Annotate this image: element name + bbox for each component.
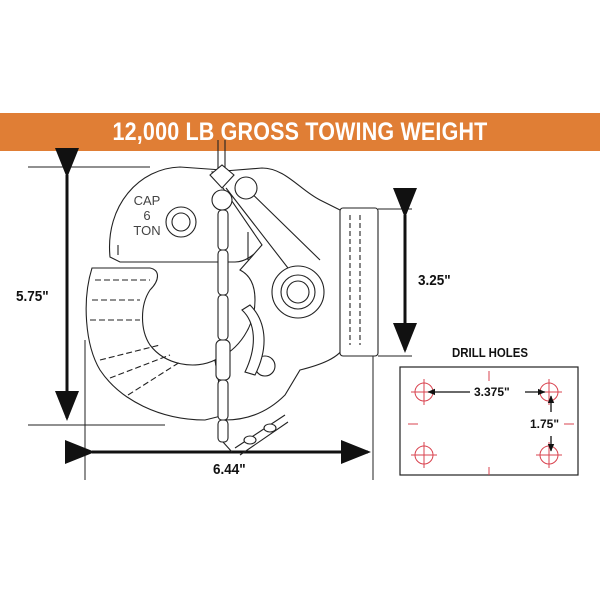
casting-text-number: 6	[143, 208, 151, 223]
safety-chain-drawing	[209, 140, 289, 456]
casting-text-ton: TON	[133, 223, 161, 238]
casting-text-cap: CAP	[133, 193, 161, 208]
casting-label: CAP 6 TON	[127, 193, 167, 238]
title-banner	[0, 113, 600, 151]
height-dimension-label: 5.75"	[16, 288, 49, 305]
towing-weight-title: 12,000 LB GROSS TOWING WEIGHT	[112, 118, 488, 146]
width-dimension-label: 6.44"	[213, 461, 246, 478]
horizontal-spacing-label: 3.375"	[474, 385, 510, 399]
vertical-spacing-label: 1.75"	[530, 417, 560, 431]
mount-height-dimension-label: 3.25"	[418, 272, 451, 289]
drill-holes-title: DRILL HOLES	[452, 345, 529, 360]
